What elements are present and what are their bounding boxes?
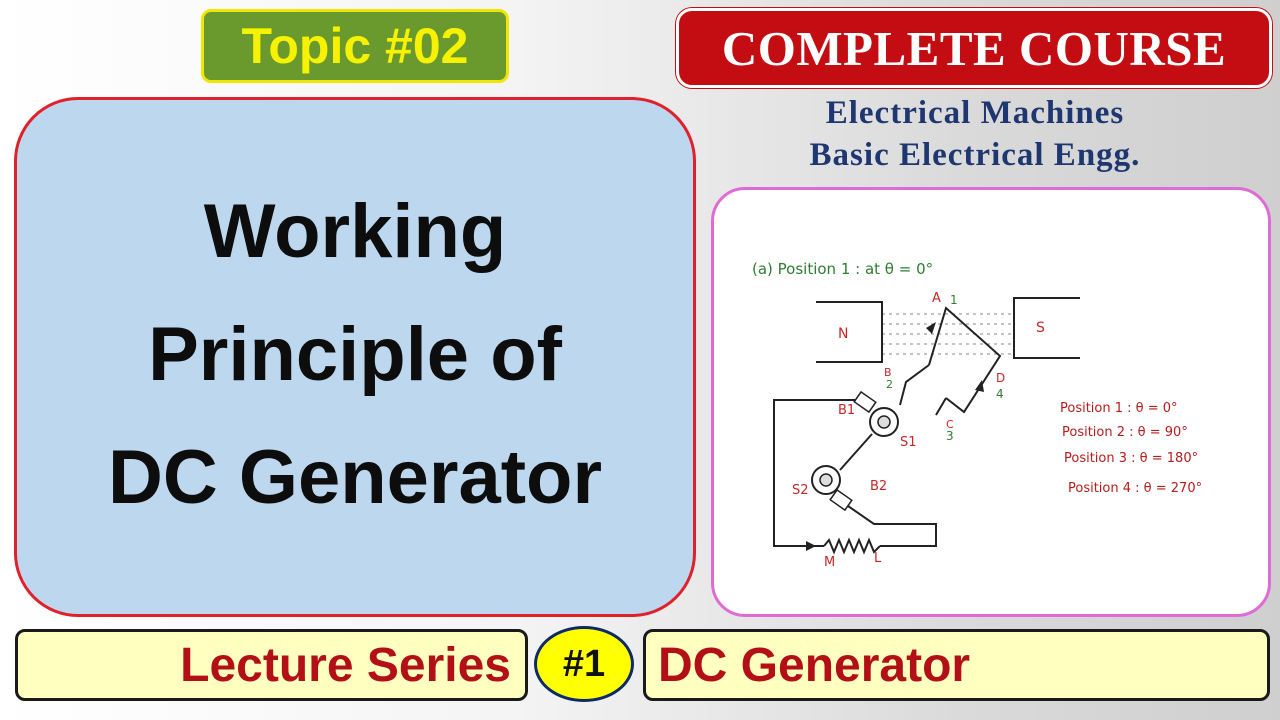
south-pole-label: S	[1036, 320, 1045, 336]
current-arrow-icon	[975, 380, 984, 392]
diagram-caption: (a) Position 1 : at θ = 0°	[752, 260, 933, 278]
title-line-3: DC Generator	[107, 434, 603, 520]
series-topic-banner: DC Generator	[643, 629, 1270, 701]
current-arrow-icon	[926, 322, 936, 334]
subject-list: Electrical Machines Basic Electrical Eng…	[700, 92, 1250, 176]
label-m: M	[824, 555, 835, 570]
field-lines	[882, 313, 1012, 355]
armature-coil	[928, 306, 1002, 414]
position-1: Position 1 : θ = 0°	[1060, 401, 1178, 416]
lecture-series-banner: Lecture Series	[15, 629, 528, 701]
south-pole	[1013, 297, 1080, 359]
diagram-card: (a) Position 1 : at θ = 0° N S	[711, 187, 1271, 617]
current-arrow-icon	[806, 541, 816, 551]
brush-b1	[853, 390, 877, 414]
position-4: Position 4 : θ = 270°	[1068, 481, 1202, 496]
position-3: Position 3 : θ = 180°	[1064, 451, 1198, 466]
coil-lead-c	[935, 397, 947, 416]
series-number-badge: #1	[534, 626, 634, 702]
title-line-2: Principle of	[148, 311, 562, 397]
shaft	[839, 433, 873, 471]
label-l: L	[874, 551, 882, 566]
brush-b2	[829, 488, 853, 512]
label-s1: S1	[900, 435, 917, 450]
subject-basic-electrical: Basic Electrical Engg.	[809, 137, 1141, 173]
label-b1: B1	[838, 403, 855, 418]
label-b: B	[884, 366, 892, 379]
dc-generator-diagram: (a) Position 1 : at θ = 0° N S	[752, 260, 1202, 570]
complete-course-badge: COMPLETE COURSE	[676, 8, 1272, 88]
north-pole-label: N	[838, 326, 848, 342]
title-card: Working Principle of DC Generator	[14, 97, 696, 617]
main-title: Working Principle of DC Generator	[108, 170, 602, 539]
lecture-series-label: Lecture Series	[180, 638, 511, 692]
external-wire-right	[847, 505, 937, 547]
external-wire-left	[773, 399, 856, 547]
title-line-1: Working	[203, 188, 507, 274]
subject-electrical-machines: Electrical Machines	[825, 95, 1125, 131]
label-c: C	[946, 418, 954, 431]
coil-lead-b	[899, 364, 930, 406]
load-resistor	[823, 537, 881, 555]
series-topic-label: DC Generator	[658, 638, 971, 692]
label-1: 1	[950, 293, 958, 307]
label-b2: B2	[870, 479, 887, 494]
label-d: D	[996, 371, 1005, 385]
north-pole	[816, 301, 883, 363]
label-s2: S2	[792, 483, 809, 498]
label-a: A	[932, 291, 941, 306]
topic-badge: Topic #02	[201, 9, 509, 83]
label-3: 3	[946, 429, 954, 443]
position-2: Position 2 : θ = 90°	[1062, 425, 1188, 440]
label-4: 4	[996, 387, 1004, 401]
label-2: 2	[886, 378, 893, 391]
